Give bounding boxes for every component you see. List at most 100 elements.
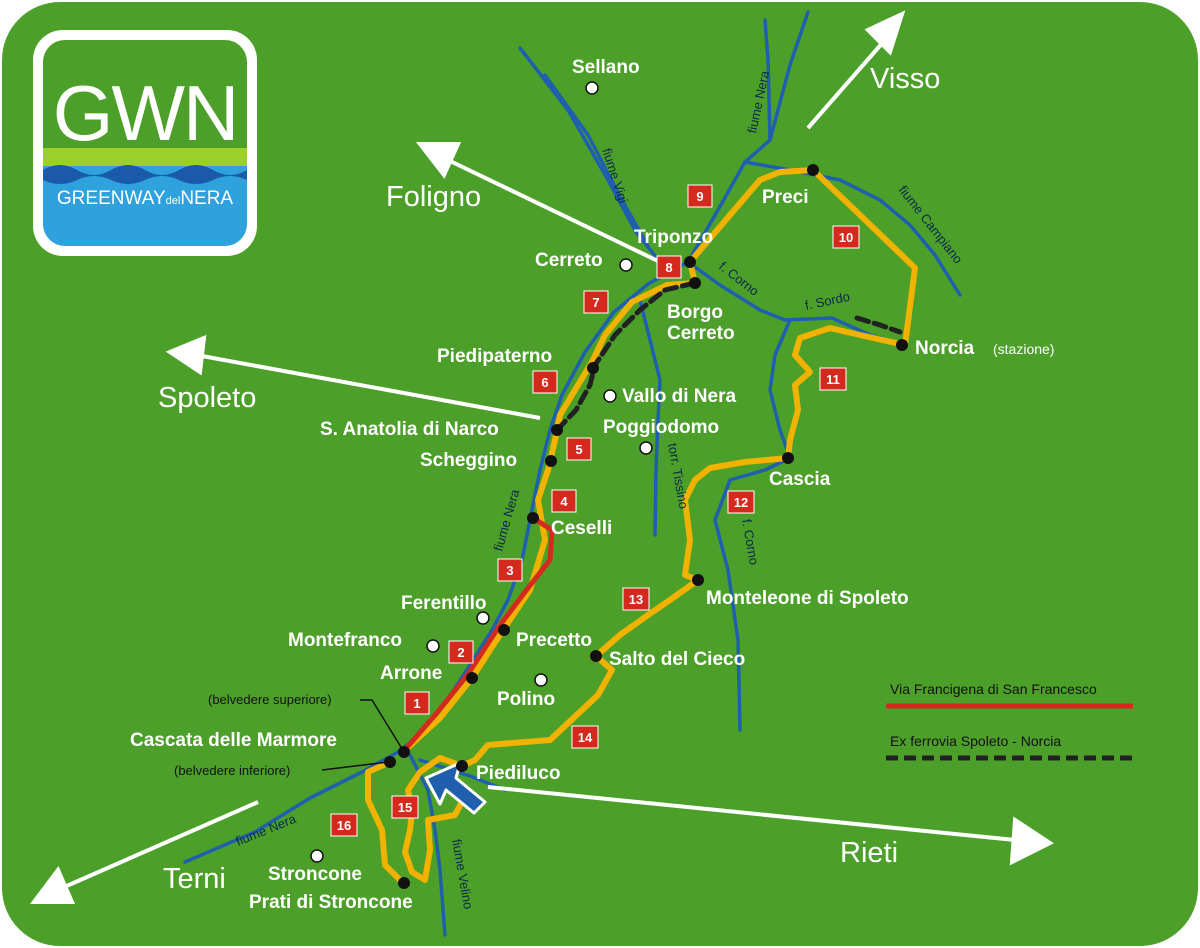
railway-main bbox=[554, 280, 698, 433]
town-ferentillo bbox=[476, 611, 490, 625]
place-labels: Sellano Preci Triponzo Cerreto Borgo Cer… bbox=[130, 57, 1054, 913]
stage-markers: 1 2 3 4 5 6 7 8 9 10 11 12 13 14 15 16 bbox=[330, 184, 860, 837]
label-polino: Polino bbox=[497, 689, 555, 710]
logo-subtitle-small: del bbox=[166, 195, 181, 207]
label-montefranco: Montefranco bbox=[288, 630, 402, 651]
stage-label: 5 bbox=[575, 442, 582, 457]
town-montefranco bbox=[426, 639, 440, 653]
label-scheggino: Scheggino bbox=[420, 450, 517, 471]
label-piedipaterno: Piedipaterno bbox=[437, 346, 552, 367]
stage-box bbox=[497, 558, 523, 582]
stage-box bbox=[551, 489, 577, 513]
label-visso: Visso bbox=[870, 63, 940, 95]
stop-preci bbox=[807, 164, 819, 176]
stage-box bbox=[532, 370, 558, 394]
label-borgo-cerreto-1: Borgo bbox=[667, 302, 723, 323]
stage-label: 14 bbox=[578, 730, 593, 745]
stage-label: 7 bbox=[592, 295, 599, 310]
legend: Via Francigena di San Francesco Ex ferro… bbox=[886, 681, 1133, 761]
town-vallo-di-nera bbox=[603, 389, 617, 403]
logo-subtitle-main: GREENWAY bbox=[57, 188, 166, 209]
stage-label: 9 bbox=[696, 189, 703, 204]
label-rieti: Rieti bbox=[840, 837, 898, 869]
stage-label: 3 bbox=[506, 563, 513, 578]
greenway-route bbox=[365, 167, 918, 885]
route-salto-piediluco bbox=[459, 653, 615, 769]
stage-label: 2 bbox=[457, 645, 464, 660]
label-piediluco: Piediluco bbox=[476, 763, 560, 784]
railway-route bbox=[554, 280, 903, 433]
arrowhead-rieti bbox=[1009, 816, 1055, 866]
logo-subtitle-end: NERA bbox=[180, 188, 233, 209]
label-poggiodomo: Poggiodomo bbox=[603, 417, 719, 438]
stop-triponzo bbox=[684, 256, 696, 268]
stage-label: 4 bbox=[560, 494, 568, 509]
stage-box bbox=[571, 725, 599, 749]
stage-box bbox=[832, 225, 860, 249]
river-velino bbox=[408, 753, 447, 937]
stop-precetto bbox=[498, 624, 510, 636]
label-norcia-note: (stazione) bbox=[993, 341, 1054, 357]
stage-label: 11 bbox=[826, 372, 840, 387]
stage-box bbox=[819, 367, 847, 391]
logo-wave bbox=[43, 165, 247, 184]
stop-cascia bbox=[782, 452, 794, 464]
label-belvedere-sup: (belvedere superiore) bbox=[208, 692, 332, 707]
label-spoleto: Spoleto bbox=[158, 382, 256, 414]
stage-box bbox=[566, 437, 592, 461]
stop-norcia bbox=[896, 339, 908, 351]
stage-box bbox=[656, 255, 682, 279]
arrowhead-terni bbox=[30, 866, 76, 904]
label-arrone: Arrone bbox=[380, 663, 442, 684]
legend-railway-label: Ex ferrovia Spoleto - Norcia bbox=[890, 733, 1061, 749]
stop-cascata-inf bbox=[384, 756, 396, 768]
legend-francigena-label: Via Francigena di San Francesco bbox=[890, 681, 1097, 697]
rivers bbox=[183, 10, 962, 937]
railway-norcia bbox=[854, 315, 903, 335]
label-cerreto: Cerreto bbox=[535, 250, 603, 271]
stop-piedipaterno bbox=[587, 362, 599, 374]
stage-box bbox=[404, 691, 430, 715]
logo-lime-band bbox=[43, 148, 247, 166]
label-sellano: Sellano bbox=[572, 57, 640, 78]
stage-label: 10 bbox=[839, 230, 853, 245]
stage-label: 12 bbox=[734, 495, 748, 510]
label-borgo-cerreto-2: Cerreto bbox=[667, 323, 735, 344]
stage-box bbox=[330, 813, 358, 837]
stage-box bbox=[727, 490, 755, 514]
stage-box bbox=[622, 587, 650, 611]
stage-box bbox=[687, 184, 713, 208]
label-prati-di-stroncone: Prati di Stroncone bbox=[249, 892, 413, 913]
town-poggiodomo bbox=[639, 441, 653, 455]
river-vigi bbox=[543, 73, 650, 248]
stop-salto-del-cieco bbox=[590, 650, 602, 662]
stop-s-anatolia bbox=[551, 424, 563, 436]
stage-label: 13 bbox=[629, 592, 643, 607]
logo-subtitle: GREENWAYdelNERA bbox=[57, 188, 234, 209]
label-norcia: Norcia bbox=[915, 338, 975, 359]
label-belvedere-inf: (belvedere inferiore) bbox=[174, 763, 290, 778]
stop-monteleone bbox=[692, 574, 704, 586]
river-piediluco-link bbox=[418, 758, 507, 792]
label-vallo-di-nera: Vallo di Nera bbox=[622, 386, 736, 407]
towns bbox=[310, 81, 653, 863]
label-cascata: Cascata delle Marmore bbox=[130, 730, 337, 751]
arrowhead-foligno bbox=[415, 142, 462, 179]
stop-borgo-cerreto bbox=[689, 277, 701, 289]
label-stroncone: Stroncone bbox=[268, 864, 362, 885]
label-salto-del-cieco: Salto del Cieco bbox=[609, 649, 745, 670]
stage-label: 16 bbox=[337, 818, 351, 833]
route-loop-south bbox=[402, 755, 471, 883]
stop-arrone bbox=[466, 672, 478, 684]
label-ceselli: Ceselli bbox=[551, 518, 612, 539]
label-monteleone: Monteleone di Spoleto bbox=[706, 588, 909, 609]
stage-label: 15 bbox=[398, 800, 412, 815]
town-polino bbox=[534, 673, 548, 687]
label-foligno: Foligno bbox=[386, 181, 481, 213]
river-tissino bbox=[638, 298, 662, 537]
arrowhead-spoleto bbox=[165, 334, 207, 376]
arrowhead-visso bbox=[864, 10, 906, 56]
river-nera bbox=[183, 10, 810, 864]
town-sellano bbox=[585, 81, 599, 95]
